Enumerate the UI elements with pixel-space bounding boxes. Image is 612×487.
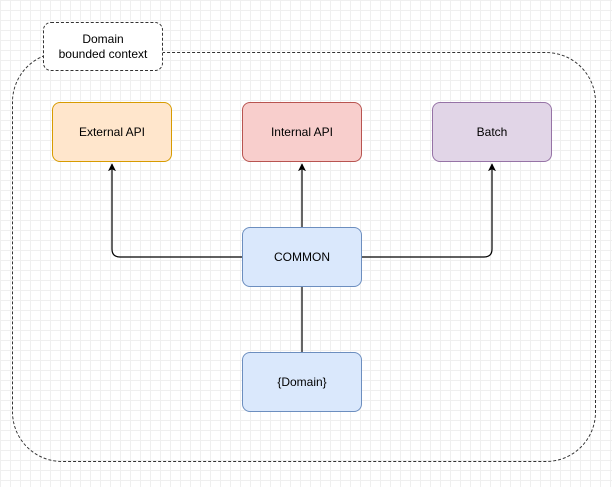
edge-common-to-external-api[interactable] [108, 163, 242, 258]
common-node[interactable]: COMMON [242, 227, 362, 287]
bounded-context-label-line2: bounded context [58, 46, 148, 61]
common-label: COMMON [274, 250, 330, 264]
external-api-node[interactable]: External API [52, 102, 172, 162]
bounded-context-label-line1: Domain [82, 31, 124, 46]
bounded-context-label[interactable]: Domain bounded context [43, 22, 163, 71]
batch-node[interactable]: Batch [432, 102, 552, 162]
internal-api-node[interactable]: Internal API [242, 102, 362, 162]
batch-label: Batch [476, 125, 508, 139]
domain-node[interactable]: {Domain} [242, 352, 362, 412]
edge-common-to-batch[interactable] [362, 163, 496, 258]
domain-label: {Domain} [277, 375, 327, 389]
bounded-context-frame[interactable] [12, 52, 596, 462]
internal-api-label: Internal API [270, 125, 334, 139]
external-api-label: External API [78, 125, 146, 139]
